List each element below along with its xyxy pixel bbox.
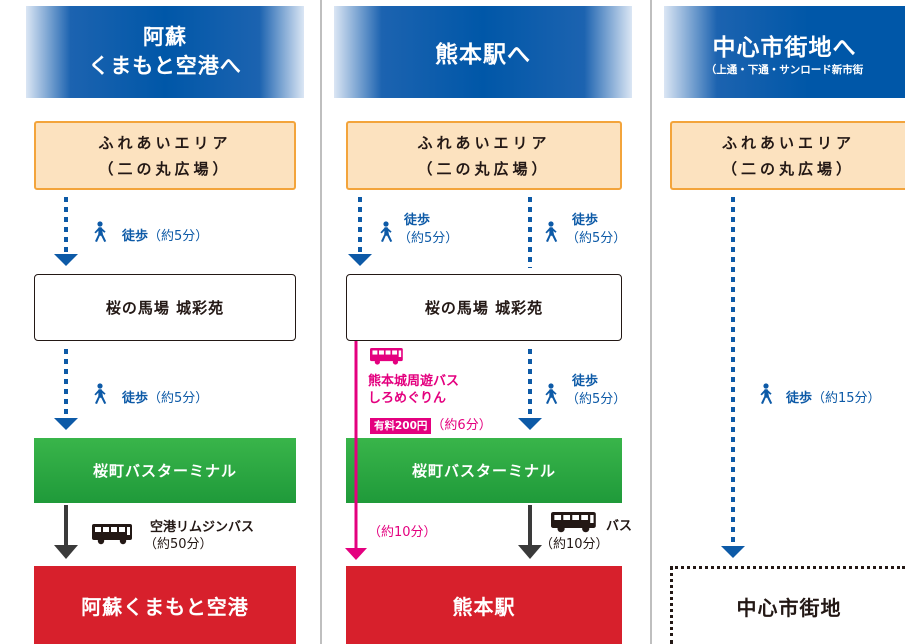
walk-time: （約15分）: [812, 391, 881, 406]
header-aso-line1: 阿蘇: [143, 25, 187, 49]
loop-bus-line1: 熊本城周遊バス: [368, 374, 460, 389]
walk-time: （約5分）: [148, 229, 209, 244]
city-bus-label: バス: [606, 519, 632, 534]
loop-bus-arrow: [345, 341, 367, 560]
walking-person-icon: [760, 383, 773, 404]
walk-label-2c: 徒歩: [572, 374, 598, 389]
walk-text: 徒歩: [122, 229, 149, 244]
dotted-arrow-2c: [518, 349, 542, 430]
dotted-arrow-1b: [54, 349, 78, 430]
limousine-bus-time: （約50分）: [144, 537, 213, 552]
loop-bus-time: （約6分）: [431, 418, 492, 433]
terminal-sakuramachi-2: 桜町バスターミナル: [346, 438, 622, 503]
header-city-center: 中心市街地へ （上通・下通・サンロード新市街: [664, 6, 905, 98]
origin-fureai-area-1: ふれあいエリア （二の丸広場）: [34, 121, 296, 190]
walk-time: （約5分）: [566, 231, 627, 246]
walk-time: （約5分）: [398, 231, 459, 246]
city-bus-time: （約10分）: [540, 537, 609, 552]
origin-name: ふれあいエリア: [98, 133, 232, 152]
header-aso-airport: 阿蘇 くまもと空港へ: [26, 6, 304, 98]
walk-label-1b: 徒歩（約5分）: [122, 391, 208, 406]
origin-subname: （二の丸広場）: [721, 159, 855, 178]
column-separator-2: [650, 0, 652, 644]
bus-icon: [551, 512, 596, 533]
dotted-arrow-3: [721, 197, 745, 558]
loop-bus-name-1: 熊本城周遊バス: [368, 374, 459, 389]
loop-bus-long-time: （約10分）: [368, 521, 437, 540]
loop-bus-icon: [370, 348, 403, 365]
limousine-bus-label: 空港リムジンバス: [150, 520, 254, 535]
destination-name: 阿蘇くまもと空港: [81, 594, 249, 619]
stop-sakuranobaba-2: 桜の馬場 城彩苑: [346, 274, 622, 341]
dotted-arrow-1a: [54, 197, 78, 266]
loop-bus-name-2: しろめぐりん: [368, 391, 446, 406]
walk-time-2b: （約5分）: [566, 231, 626, 246]
terminal-name: 桜町バスターミナル: [411, 462, 556, 480]
stop-name: 桜の馬場 城彩苑: [105, 299, 225, 317]
destination-aso-airport: 阿蘇くまもと空港: [34, 566, 296, 644]
terminal-name: 桜町バスターミナル: [92, 462, 237, 480]
walking-person-icon: [94, 383, 107, 404]
loop-bus-line2: しろめぐりん: [368, 391, 447, 406]
fare-row: 有料200円（約6分）: [370, 414, 492, 434]
destination-kumamoto-station: 熊本駅: [346, 566, 622, 644]
origin-fureai-area-3: ふれあいエリア （二の丸広場）: [670, 121, 905, 190]
bus-label: バス: [606, 519, 633, 534]
walk-time: （約5分）: [566, 392, 627, 407]
walking-person-icon: [545, 221, 558, 242]
bus-name: 空港リムジンバス: [150, 520, 255, 535]
destination-city-center: 中心市街地: [670, 566, 905, 644]
walk-time: （約5分）: [148, 391, 209, 406]
header-aso-line2: くまもと空港へ: [88, 54, 242, 78]
header-city-title: 中心市街地へ: [712, 34, 857, 61]
terminal-sakuramachi-1: 桜町バスターミナル: [34, 438, 296, 503]
fare-badge: 有料200円: [370, 418, 432, 434]
walk-label-2a: 徒歩: [404, 213, 430, 228]
walk-text: 徒歩: [404, 213, 431, 228]
bus-icon: [92, 524, 132, 545]
bus-time: （約10分）: [540, 537, 609, 552]
bus-time: （約50分）: [144, 537, 213, 552]
walk-label-3: 徒歩（約15分）: [786, 391, 881, 406]
walking-person-icon: [94, 221, 107, 242]
destination-name: 熊本駅: [452, 594, 516, 619]
destination-name: 中心市街地: [736, 596, 842, 620]
header-kumamoto-station: 熊本駅へ: [334, 6, 632, 98]
walk-label-2b: 徒歩: [572, 213, 598, 228]
walk-label-1a: 徒歩（約5分）: [122, 229, 208, 244]
walking-person-icon: [380, 221, 393, 242]
walk-time-2a: （約5分）: [398, 231, 458, 246]
origin-subname: （二の丸広場）: [417, 159, 551, 178]
solid-arrow-2: [518, 505, 542, 559]
walk-text: 徒歩: [572, 213, 599, 228]
walking-person-icon: [545, 383, 558, 404]
walk-text: 徒歩: [572, 374, 599, 389]
stop-name: 桜の馬場 城彩苑: [424, 299, 544, 317]
origin-fureai-area-2: ふれあいエリア （二の丸広場）: [346, 121, 622, 190]
walk-text: 徒歩: [786, 391, 813, 406]
origin-name: ふれあいエリア: [721, 133, 855, 152]
stop-sakuranobaba-1: 桜の馬場 城彩苑: [34, 274, 296, 341]
solid-arrow-1: [54, 505, 78, 559]
walk-text: 徒歩: [122, 391, 149, 406]
walk-time-2c: （約5分）: [566, 392, 626, 407]
header-station-title: 熊本駅へ: [435, 42, 531, 68]
dotted-arrow-2a: [348, 197, 372, 266]
origin-subname: （二の丸広場）: [98, 159, 232, 178]
loop-long-time: （約10分）: [368, 525, 437, 540]
origin-name: ふれあいエリア: [417, 133, 551, 152]
header-city-subtitle: （上通・下通・サンロード新市街: [705, 63, 864, 76]
column-separator-1: [320, 0, 322, 644]
